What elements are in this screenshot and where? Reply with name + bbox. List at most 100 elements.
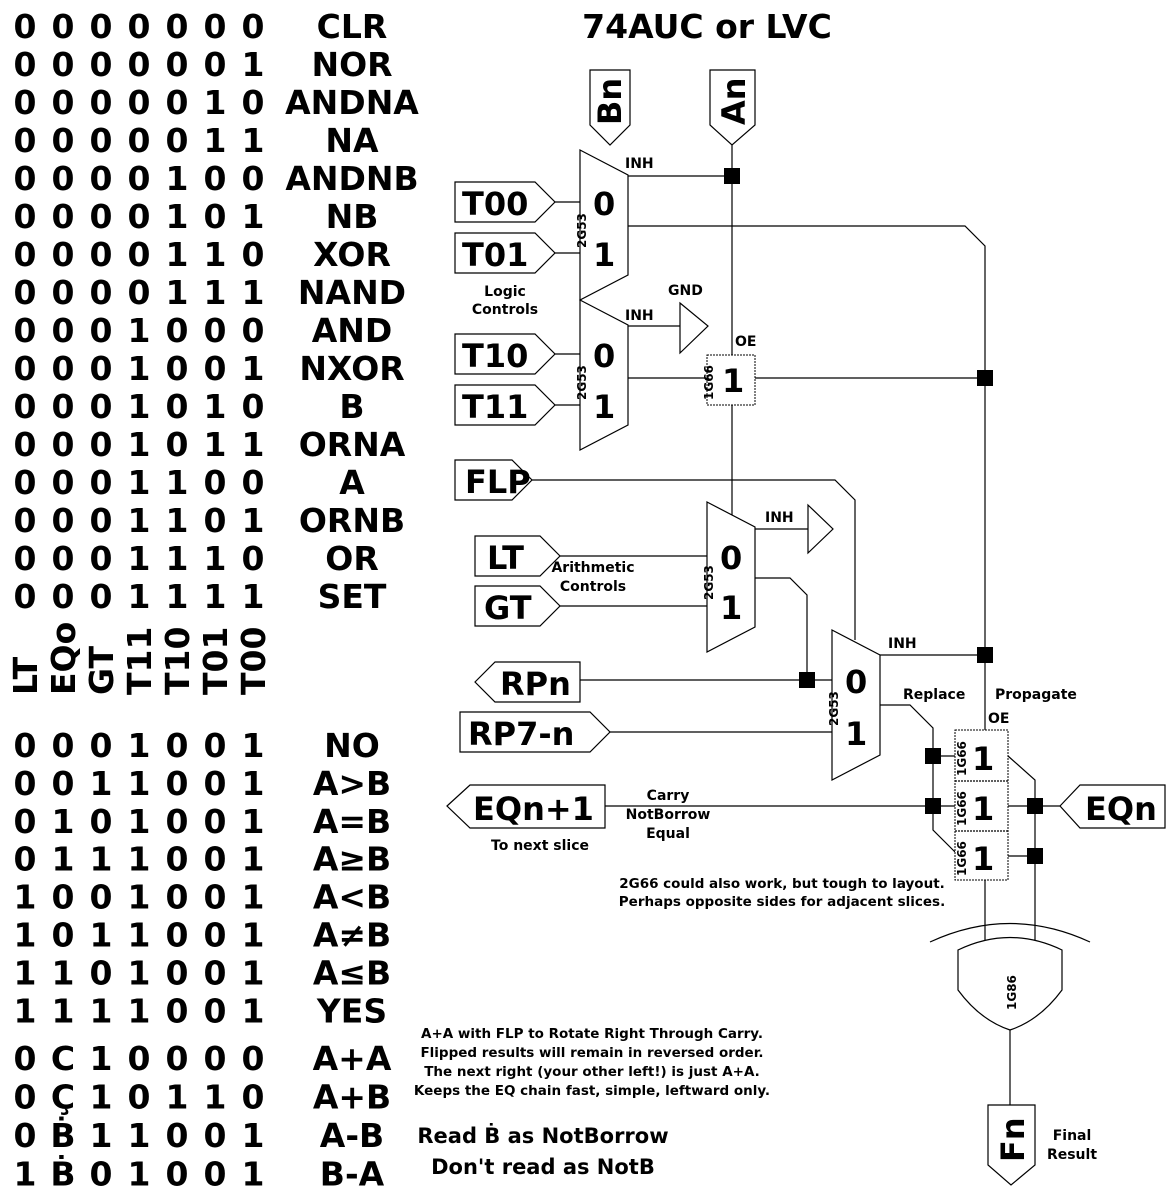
bit-cell: 1 (242, 577, 265, 616)
bit-cell: 1 (128, 311, 151, 350)
bit-cell: 0 (14, 425, 37, 464)
column-header: GT (82, 645, 121, 695)
bit-cell: 0 (14, 235, 37, 274)
bit-cell: 1 (166, 159, 189, 198)
inh-buffer (807, 503, 834, 555)
bit-cell: 0 (166, 1116, 189, 1155)
carry-label: Carry (647, 788, 690, 804)
replace-label: Replace (903, 687, 965, 703)
bit-cell: 1 (242, 916, 265, 955)
svg-text:RP7-n: RP7-n (468, 715, 574, 753)
column-header: T00 (234, 627, 273, 695)
bit-cell: 0 (204, 878, 227, 917)
bit-cell: 0 (128, 159, 151, 198)
operation-name: A-B (320, 1116, 384, 1155)
column-header: T11 (120, 627, 159, 695)
bit-cell: 1 (52, 991, 75, 1030)
bit-cell: 1 (204, 387, 227, 426)
bit-cell: 0 (14, 349, 37, 388)
pin-eqn: EQn (1059, 784, 1166, 829)
final-label: Result (1047, 1147, 1097, 1163)
operation-name: ANDNA (285, 83, 419, 122)
bit-cell: 0 (166, 991, 189, 1030)
pin-t00: T00 (454, 181, 556, 223)
bit-cell: 0 (204, 7, 227, 46)
to-next-label: To next slice (491, 838, 589, 854)
bit-cell: 0 (90, 7, 113, 46)
bit-cell: 0 (14, 197, 37, 236)
bit-cell: 0 (204, 1039, 227, 1078)
bit-cell: 0 (166, 45, 189, 84)
bit-cell: 0 (166, 802, 189, 841)
bit-cell: 0 (90, 1155, 113, 1194)
bit-cell: 0 (52, 387, 75, 426)
bit-cell: 1 (128, 425, 151, 464)
bit-cell: 0 (14, 83, 37, 122)
bit-cell: 0 (204, 197, 227, 236)
bit-cell: 0 (52, 726, 75, 765)
bit-cell: 0 (128, 121, 151, 160)
svg-text:EQn: EQn (1085, 790, 1157, 828)
bit-cell: 0 (204, 764, 227, 803)
bit-cell: 0 (90, 235, 113, 274)
bit-cell: 1 (204, 1078, 227, 1117)
bit-cell: 0 (52, 349, 75, 388)
mux-logic-1: 01 2G53 (575, 299, 629, 451)
svg-text:1: 1 (845, 715, 867, 753)
bit-cell: 0 (166, 840, 189, 879)
bit-cell: 0 (14, 387, 37, 426)
bit-cell: 1 (128, 387, 151, 426)
bit-cell: 0 (128, 45, 151, 84)
bit-cell: 0 (242, 1039, 265, 1078)
svg-text:1: 1 (972, 740, 994, 778)
bit-cell: 1 (90, 1116, 113, 1155)
operation-name: XOR (313, 235, 391, 274)
column-header: T10 (158, 627, 197, 695)
title: 74AUC or LVC (582, 7, 832, 46)
bit-cell: 0 (90, 45, 113, 84)
bit-cell: 0 (204, 726, 227, 765)
bit-cell: 0 (128, 7, 151, 46)
bit-cell: 0 (90, 463, 113, 502)
read-note: Don't read as NotB (431, 1155, 655, 1179)
bit-cell: 0 (166, 726, 189, 765)
bit-cell: 0 (90, 539, 113, 578)
operation-name: A=B (313, 802, 391, 841)
svg-text:Bn: Bn (591, 78, 629, 125)
svg-text:1: 1 (593, 236, 615, 274)
bit-cell: 1 (166, 501, 189, 540)
bit-cell: 1 (242, 726, 265, 765)
switch-stack: 111 1G66 1G66 1G66 (954, 729, 1009, 881)
switch-1g66: 1 1G66 (702, 354, 756, 406)
gnd-buffer (679, 301, 709, 355)
operation-name: NOR (311, 45, 392, 84)
bit-cell: 1 (14, 916, 37, 955)
bit-cell: 0 (204, 501, 227, 540)
svg-text:1: 1 (720, 589, 742, 627)
bit-cell: 1 (128, 539, 151, 578)
bit-cell: 0 (242, 1078, 265, 1117)
pin-lt: LT (474, 535, 561, 577)
bit-cell: 0 (90, 953, 113, 992)
bit-cell: 0 (242, 311, 265, 350)
bit-cell: 0 (166, 878, 189, 917)
bit-cell: 1 (204, 577, 227, 616)
bit-cell: 1 (166, 1078, 189, 1117)
bit-cell: 1 (128, 349, 151, 388)
bit-cell: 0 (204, 349, 227, 388)
svg-text:2G53: 2G53 (827, 691, 841, 726)
bit-cell: 0 (242, 235, 265, 274)
bit-cell: 0 (204, 159, 227, 198)
arith-controls-label: Controls (560, 579, 626, 595)
bit-cell: 1 (128, 878, 151, 917)
logic-controls-label: Controls (472, 302, 538, 318)
bit-cell: 1 (128, 840, 151, 879)
operation-name: AND (312, 311, 393, 350)
bit-cell: 1 (204, 273, 227, 312)
operation-name: ORNB (299, 501, 405, 540)
bit-cell: 1 (14, 878, 37, 917)
bit-cell: 1 (242, 953, 265, 992)
bit-cell: 0 (52, 463, 75, 502)
junctions (724, 168, 1043, 864)
